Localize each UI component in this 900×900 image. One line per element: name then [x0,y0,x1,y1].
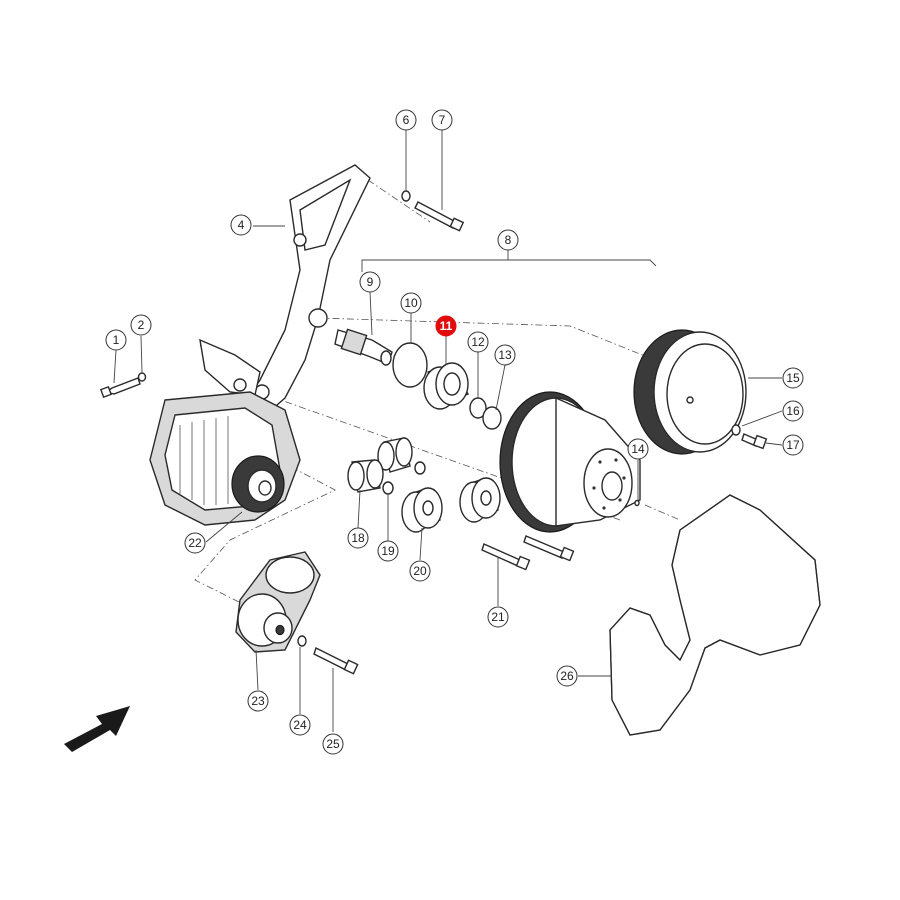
callout-22: 22 [184,532,206,554]
mounting-bracket [238,164,371,419]
washer-19 [382,481,394,495]
spacer-18 [347,459,384,493]
callout-21: 21 [487,606,509,628]
callout-26: 26 [556,665,578,687]
drive-belt-26 [609,494,821,736]
svg-text:26: 26 [560,669,574,683]
svg-text:7: 7 [439,113,446,127]
belt-tensioner-23 [235,551,321,653]
svg-text:16: 16 [786,404,800,418]
callout-1: 1 [105,329,127,351]
svg-text:13: 13 [498,348,512,362]
svg-text:10: 10 [404,296,418,310]
bolt-1 [99,377,141,399]
svg-text:9: 9 [367,275,374,289]
small-bracket [199,338,261,396]
washer-16 [731,424,741,436]
svg-text:22: 22 [188,536,202,550]
spacer-upper [377,437,413,473]
callout-10: 10 [400,292,422,314]
svg-text:15: 15 [786,371,800,385]
callout-8: 8 [497,229,519,251]
callout-25: 25 [322,733,344,755]
callout-14: 14 [627,438,649,460]
bolt-17 [741,433,768,450]
snap-ring-10 [392,342,428,388]
svg-text:2: 2 [138,318,145,332]
washer-2 [137,372,147,382]
bolt-25 [313,647,359,675]
callout-15: 15 [782,367,804,389]
svg-text:6: 6 [403,113,410,127]
callout-20: 20 [409,560,431,582]
svg-text:12: 12 [471,335,485,349]
group-bracket-8 [361,259,657,272]
crank-pulley [499,391,641,533]
callout-19: 19 [377,540,399,562]
callout-11: 11 [435,315,457,337]
bolt-7 [414,201,465,232]
callout-16: 16 [782,400,804,422]
washer-24 [297,635,307,647]
svg-text:8: 8 [505,233,512,247]
callout-18: 18 [347,527,369,549]
direction-arrow-icon [64,706,130,752]
callout-2: 2 [130,314,152,336]
leader-lines [113,130,783,732]
svg-text:23: 23 [251,694,265,708]
idler-20 [401,487,443,533]
washer-upper [414,461,426,475]
svg-text:24: 24 [293,718,307,732]
svg-text:17: 17 [786,438,800,452]
callout-12: 12 [467,331,489,353]
pin-14 [634,499,640,507]
svg-text:19: 19 [381,544,395,558]
shaft-9 [334,328,393,366]
callout-23: 23 [247,690,269,712]
callout-4: 4 [230,214,252,236]
callout-7: 7 [431,109,453,131]
svg-text:21: 21 [491,610,505,624]
svg-text:25: 25 [326,737,340,751]
callout-17: 17 [782,434,804,456]
svg-text:11: 11 [440,319,453,333]
bolt-21-b [523,535,575,562]
svg-text:4: 4 [238,218,245,232]
svg-text:1: 1 [113,333,120,347]
bearing-11 [423,362,469,410]
bolt-21-a [481,543,531,571]
svg-text:20: 20 [413,564,427,578]
callout-9: 9 [359,271,381,293]
ring-13 [482,406,502,430]
svg-text:14: 14 [631,442,645,456]
pulley-15 [633,329,747,455]
alternator [149,391,301,526]
callout-24: 24 [289,714,311,736]
svg-text:18: 18 [351,531,365,545]
callout-13: 13 [494,344,516,366]
callout-6: 6 [395,109,417,131]
washer-6 [401,190,411,202]
idler-upper [459,477,501,523]
